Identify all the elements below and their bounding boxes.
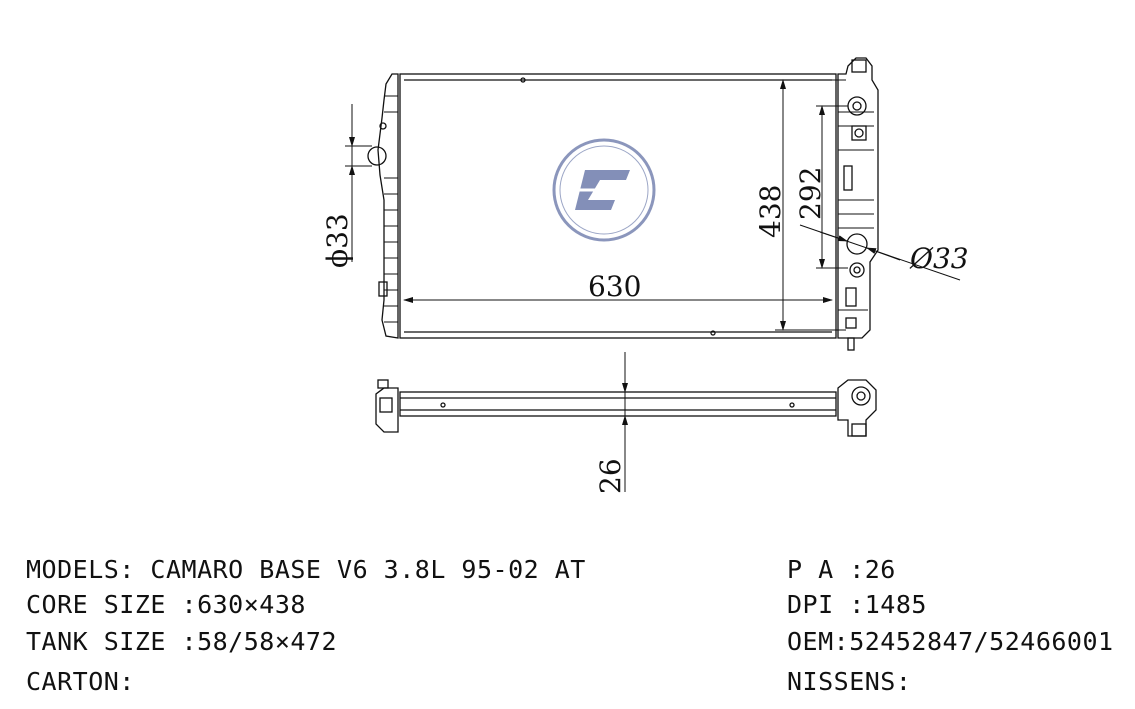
carton-line: CARTON: (26, 667, 135, 696)
inlet-diameter-label: ϕ33 (321, 213, 354, 268)
height-label: 438 (754, 185, 787, 238)
core-size-line: CORE SIZE :630×438 (26, 590, 306, 619)
nissens-line: NISSENS: (787, 667, 912, 696)
thickness-label: 26 (594, 458, 627, 494)
pa-line: P A :26 (787, 555, 896, 584)
outlet-diameter-label: Ø33 (909, 242, 969, 275)
dpi-line: DPI :1485 (787, 590, 927, 619)
pipe-spacing-label: 292 (794, 167, 827, 220)
left-tank (377, 73, 399, 339)
outlet-pipe (846, 233, 868, 255)
inlet-pipe (367, 146, 387, 166)
radiator-core (399, 73, 837, 339)
brand-logo-icon (552, 138, 656, 242)
left-tank-fins (384, 95, 398, 323)
models-line: MODELS: CAMARO BASE V6 3.8L 95-02 AT (26, 555, 586, 584)
dimension-lines (345, 79, 961, 331)
right-tank (837, 57, 879, 339)
oem-line: OEM:52452847/52466001 (787, 627, 1114, 656)
front-view (367, 57, 879, 351)
width-label: 630 (588, 270, 641, 303)
tank-size-line: TANK SIZE :58/58×472 (26, 627, 338, 656)
right-tank-fins (838, 111, 874, 311)
top-view (375, 379, 877, 437)
